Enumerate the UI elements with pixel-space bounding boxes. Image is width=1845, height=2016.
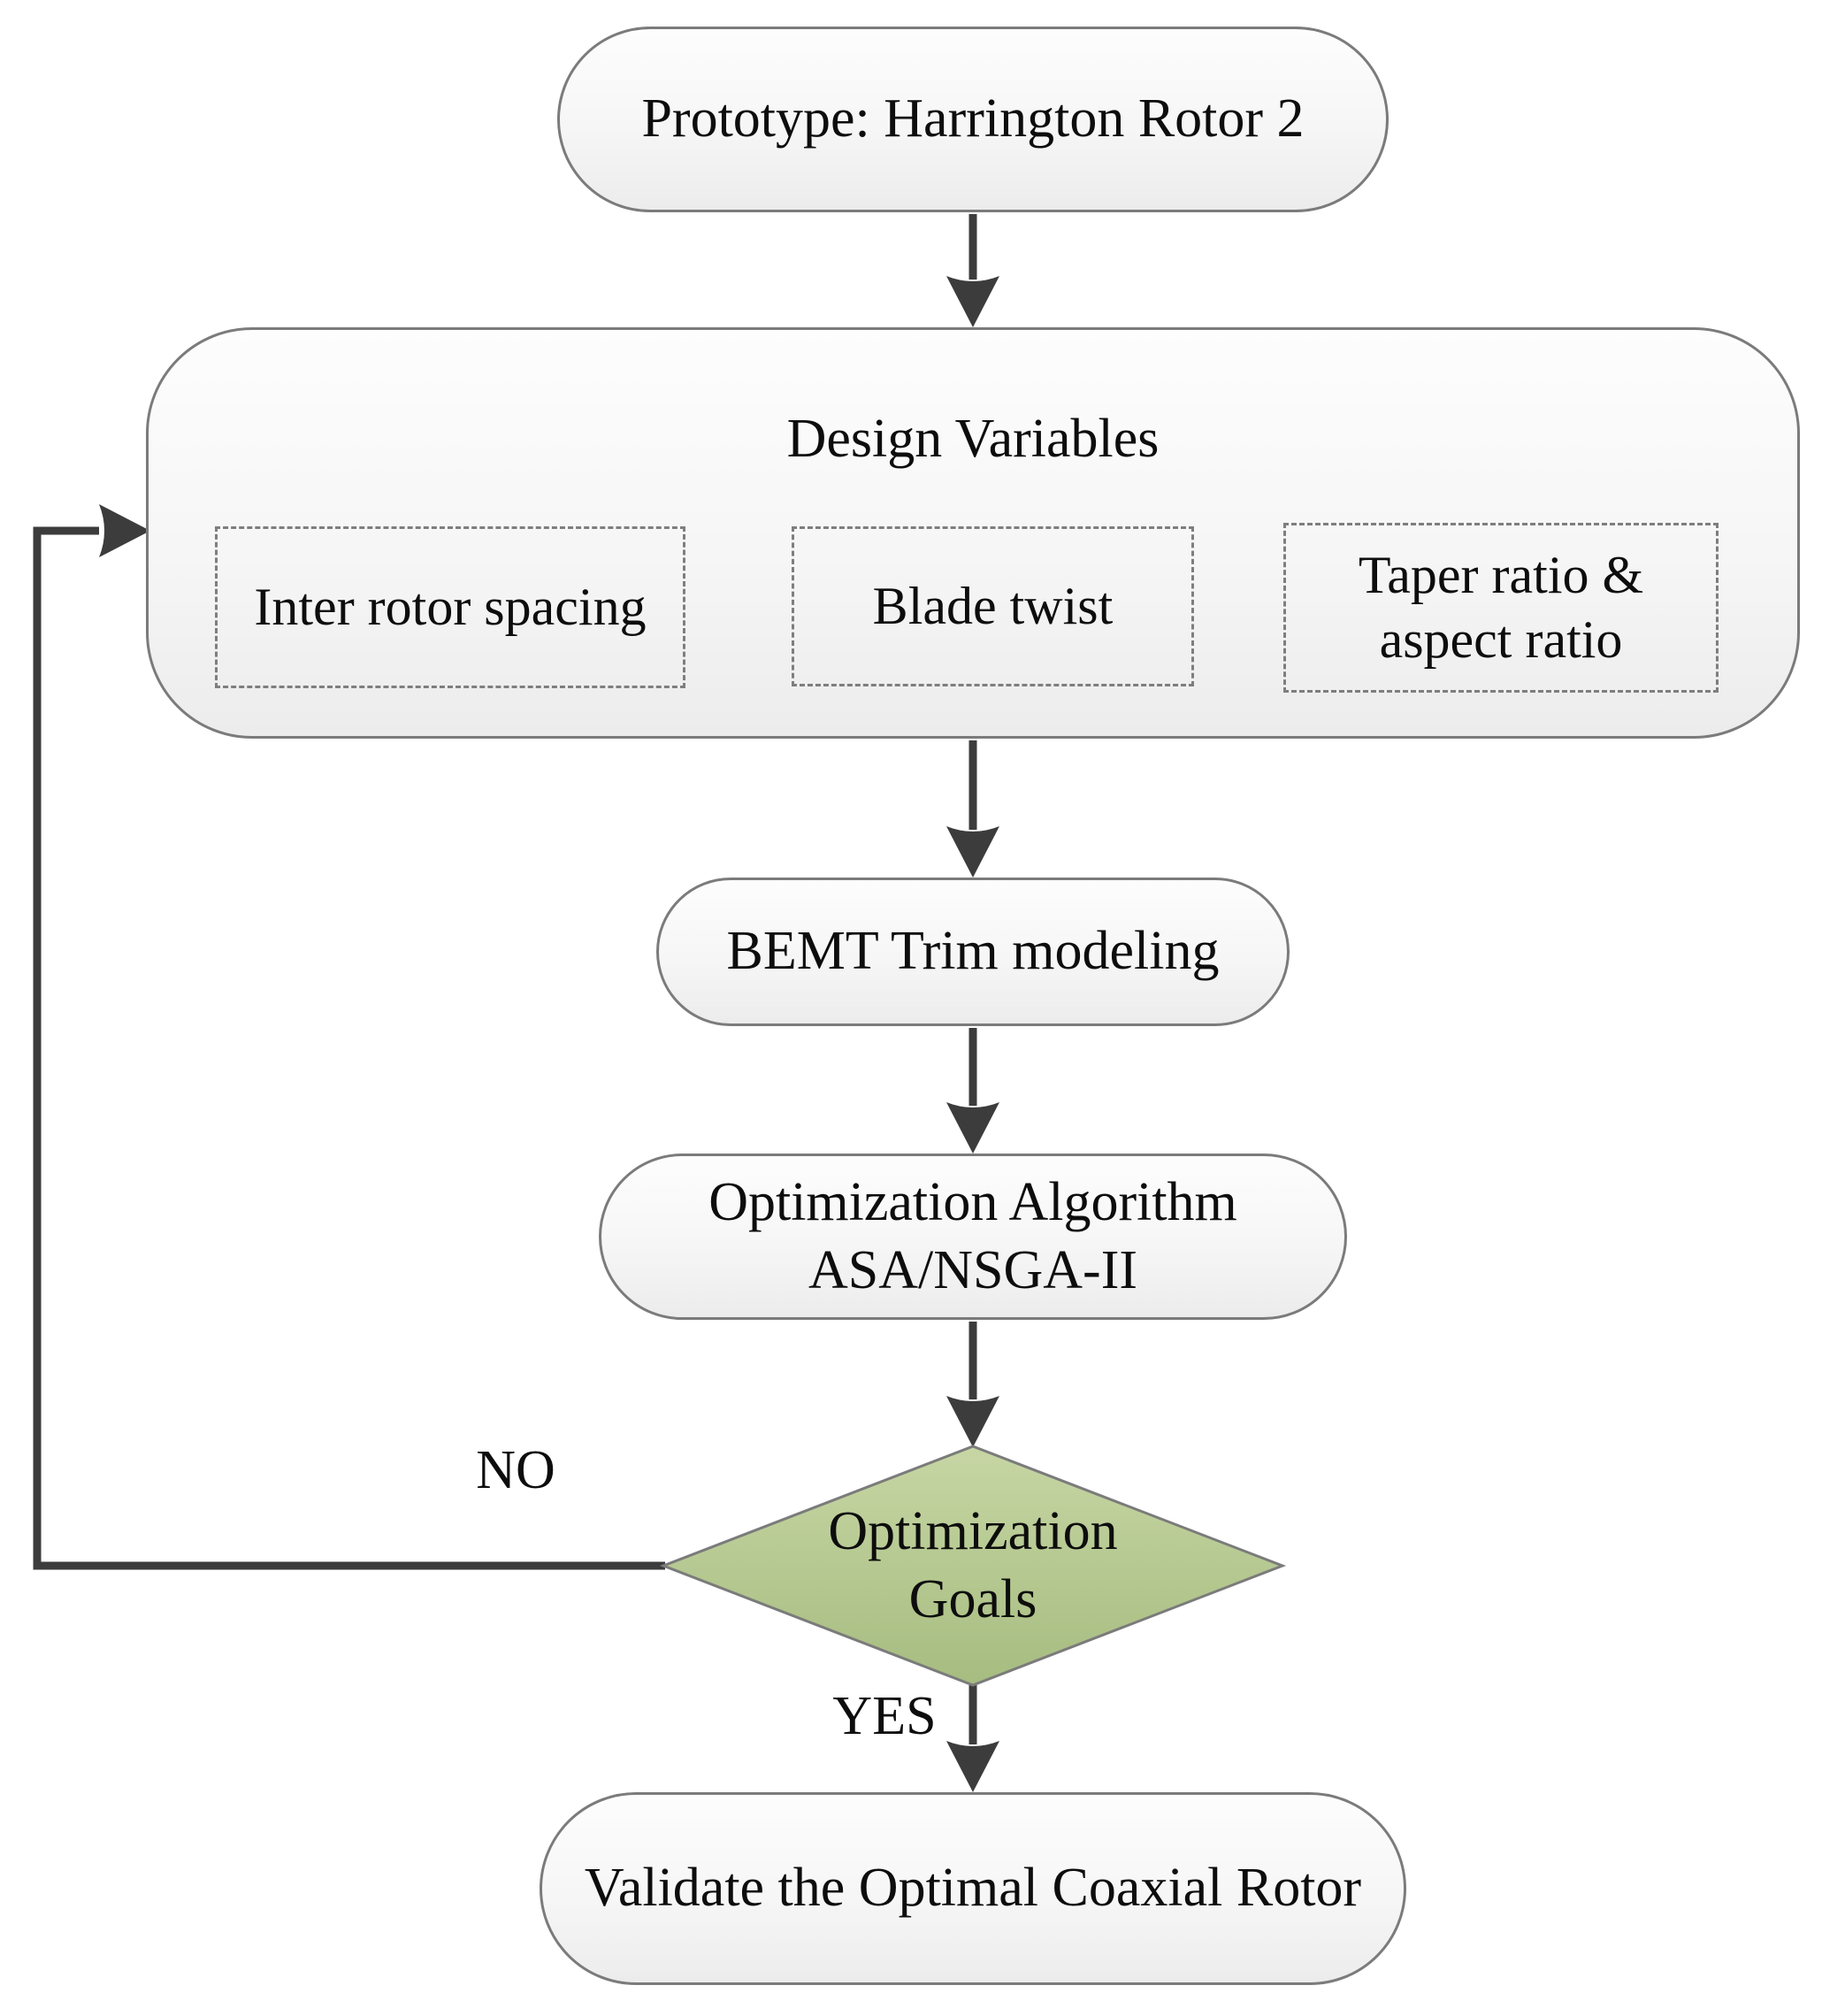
design-variable-label: Blade twist	[872, 576, 1114, 635]
design-variable-blade-twist: Blade twist	[792, 526, 1194, 686]
no-text: NO	[476, 1439, 555, 1500]
decision-line2: Goals	[908, 1569, 1037, 1629]
node-design-variables: Design Variables Inter rotor spacing Bla…	[146, 327, 1800, 739]
design-variable-inter-rotor-spacing: Inter rotor spacing	[215, 526, 685, 688]
edge-label-yes: YES	[774, 1682, 995, 1751]
arrow-algorithm-to-decision	[946, 1322, 999, 1447]
design-variable-taper-aspect-ratio: Taper ratio & aspect ratio	[1283, 523, 1719, 693]
node-prototype-label: Prototype: Harrington Rotor 2	[641, 88, 1305, 149]
node-optimization-algorithm-line1: Optimization Algorithm	[708, 1171, 1237, 1232]
arrow-design-to-bemt	[946, 740, 999, 878]
node-validate-label: Validate the Optimal Coaxial Rotor	[584, 1858, 1362, 1919]
yes-text: YES	[832, 1685, 937, 1746]
node-bemt-trim-modeling: BEMT Trim modeling	[656, 878, 1290, 1026]
node-bemt-label: BEMT Trim modeling	[726, 921, 1220, 982]
decision-line1: Optimization	[828, 1501, 1118, 1561]
node-optimization-algorithm: Optimization Algorithm ASA/NSGA-II	[599, 1154, 1347, 1320]
node-optimization-goals: Optimization Goals	[752, 1498, 1194, 1634]
edge-label-no: NO	[405, 1436, 626, 1505]
node-validate-optimal-rotor: Validate the Optimal Coaxial Rotor	[540, 1792, 1406, 1985]
arrow-prototype-to-design	[946, 214, 999, 327]
yes-arrow	[946, 1683, 999, 1792]
design-variable-label: Taper ratio & aspect ratio	[1358, 545, 1644, 669]
design-variable-label: Inter rotor spacing	[254, 577, 647, 636]
no-loop-connector	[33, 504, 665, 1570]
node-optimization-algorithm-line2: ASA/NSGA-II	[808, 1240, 1137, 1300]
node-prototype: Prototype: Harrington Rotor 2	[557, 27, 1389, 212]
arrow-bemt-to-algorithm	[946, 1028, 999, 1154]
decision-diamond-shape	[659, 1445, 1287, 1687]
design-variables-title: Design Variables	[786, 409, 1160, 469]
